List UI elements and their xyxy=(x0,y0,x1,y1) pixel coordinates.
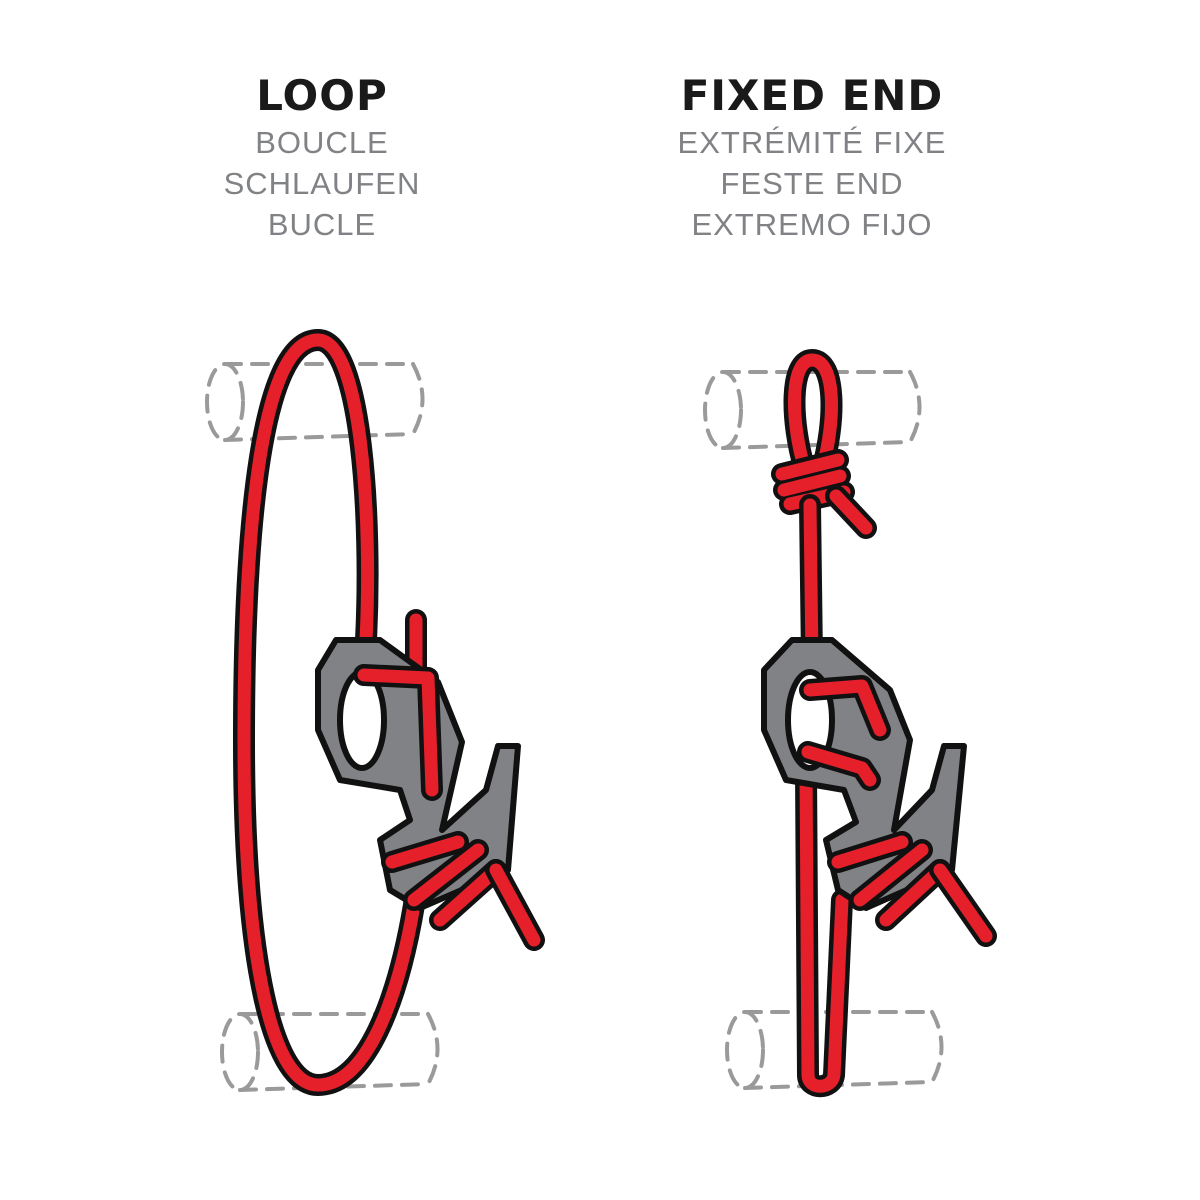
fixed-end-translation-fr: EXTRÉMITÉ FIXE xyxy=(677,125,947,160)
fixed-end-rope xyxy=(795,494,853,1098)
fixed-end-label-group: FIXED END EXTRÉMITÉ FIXE FESTE END EXTRE… xyxy=(602,70,1022,245)
loop-title: LOOP xyxy=(256,71,388,120)
loop-translation-fr: BOUCLE xyxy=(255,125,389,160)
fixed-end-top-loop xyxy=(783,349,843,481)
loop-label-group: LOOP BOUCLE SCHLAUFEN BUCLE xyxy=(112,70,532,245)
loop-device xyxy=(315,637,545,951)
loop-translation-es: BUCLE xyxy=(267,207,377,242)
fixed-end-translation-de: FESTE END xyxy=(720,166,904,201)
fixed-end-title: FIXED END xyxy=(680,71,944,120)
fixed-end-translation-es: EXTREMO FIJO xyxy=(691,207,933,242)
fixed-end-device xyxy=(761,637,997,947)
fixed-end-diagram xyxy=(703,349,997,1098)
fixed-end-knot xyxy=(771,449,877,539)
loop-top-anchor xyxy=(205,362,425,442)
loop-translation-de: SCHLAUFEN xyxy=(223,166,421,201)
fixed-end-top-anchor xyxy=(703,370,922,450)
loop-diagram xyxy=(205,329,545,1096)
